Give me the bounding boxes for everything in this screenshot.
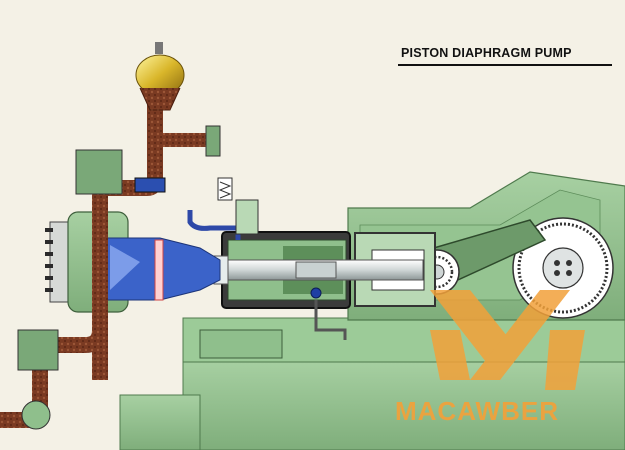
watermark-text: MACAWBER xyxy=(395,396,559,426)
macawber-x-logo xyxy=(430,290,585,390)
plunger-rod xyxy=(213,255,424,285)
title-underline xyxy=(398,64,612,66)
diagram-title: PISTON DIAPHRAGM PUMP xyxy=(401,46,572,60)
air-chamber-ball-icon xyxy=(135,42,185,111)
oil-return-line xyxy=(199,300,347,359)
suction-pipe xyxy=(0,310,108,430)
relief-valve xyxy=(187,177,259,240)
discharge-pipe xyxy=(75,88,221,380)
